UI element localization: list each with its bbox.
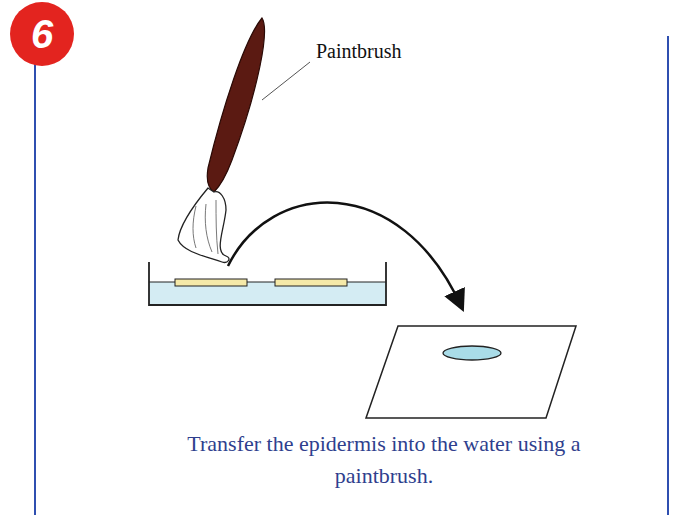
step-number: 6 <box>31 14 53 54</box>
card-border <box>667 36 669 515</box>
brush-bristles <box>178 188 229 262</box>
step-badge: 6 <box>10 2 74 66</box>
water-drop <box>443 346 501 360</box>
brush-handle <box>207 18 264 192</box>
transfer-arrow <box>228 203 462 308</box>
epidermis-piece <box>275 279 347 286</box>
card-border <box>60 35 668 38</box>
petri-dish <box>149 262 386 305</box>
caption: Transfer the epidermis into the water us… <box>184 428 584 492</box>
epidermis-piece <box>175 279 247 286</box>
leader-line <box>262 62 310 100</box>
part-label: Paintbrush <box>316 40 402 63</box>
card-border <box>34 60 36 515</box>
bristle-strokes <box>193 200 218 254</box>
glass-slide <box>366 326 576 418</box>
